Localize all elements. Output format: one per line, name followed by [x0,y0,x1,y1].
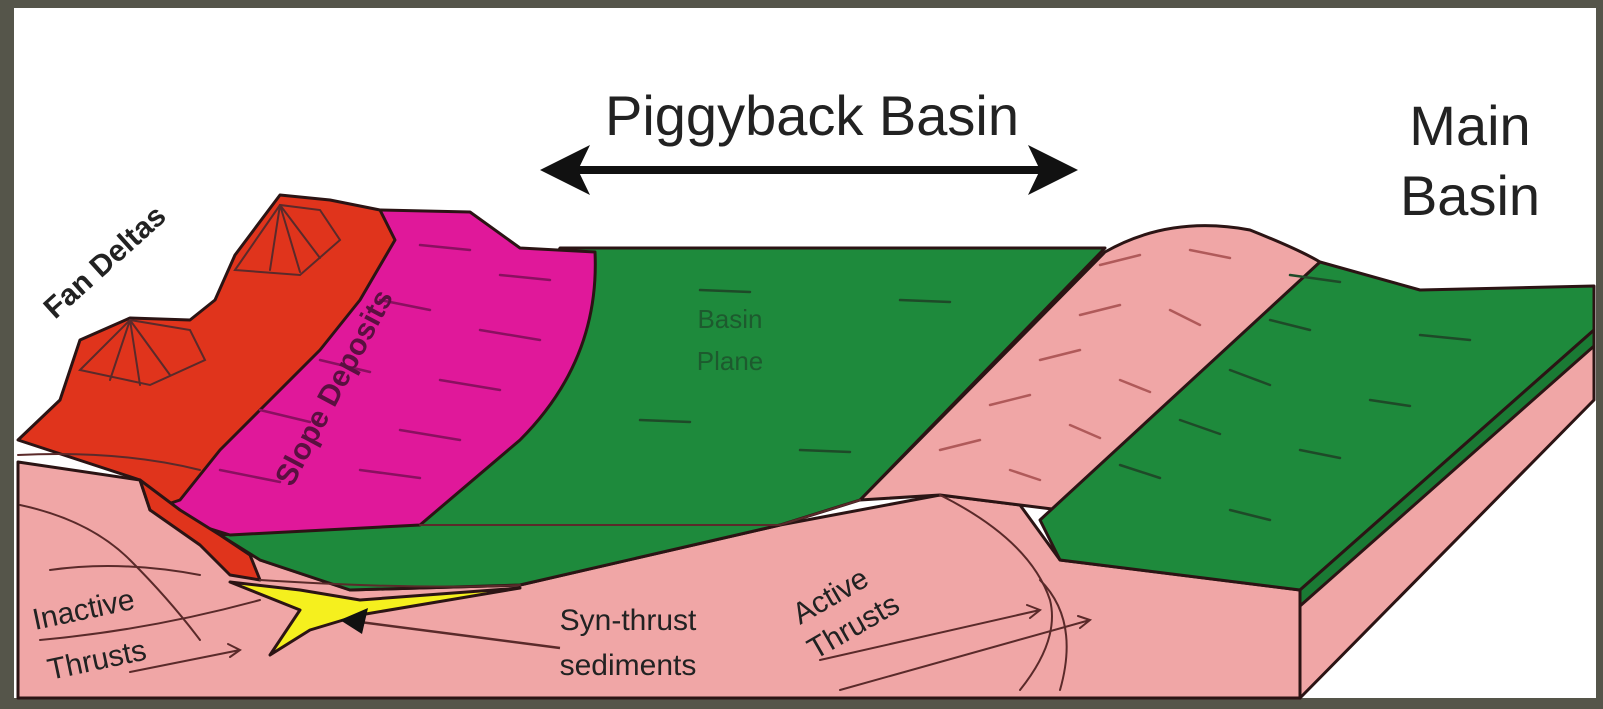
label-piggyback-basin: Piggyback Basin [605,84,1019,147]
label-basin-plane-2: Plane [697,346,764,376]
label-syn-thrust-1: Syn-thrust [560,604,697,637]
label-main-basin-2: Basin [1400,164,1540,227]
label-syn-thrust-2: sediments [560,649,697,682]
label-basin-plane-1: Basin [697,304,762,334]
label-main-basin-1: Main [1409,94,1530,157]
